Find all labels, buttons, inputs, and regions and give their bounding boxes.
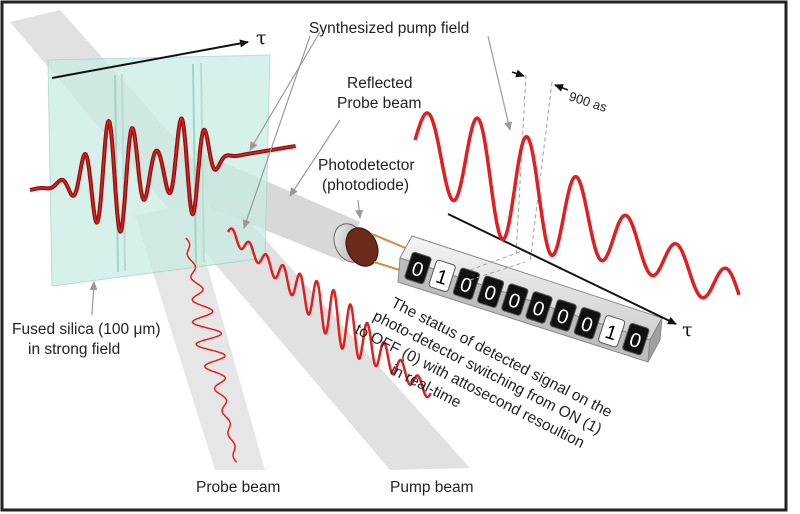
delay-dash-2	[529, 81, 553, 263]
delay-dash-1	[515, 74, 527, 256]
probe-signal-line	[185, 237, 238, 463]
display-digit: 0	[404, 251, 432, 285]
main-pulse-highlight	[29, 117, 296, 233]
delay-arrow-left	[511, 69, 525, 78]
plate-edge	[192, 63, 197, 264]
zoomed-waveform-trace	[413, 111, 741, 300]
callout-line	[487, 35, 513, 131]
display-digit: 0	[452, 267, 480, 300]
synthesized-pump-pulse	[28, 116, 298, 234]
tau-axis-right	[447, 213, 677, 325]
delay-arrow-right	[554, 84, 569, 92]
projection-dash	[469, 249, 526, 271]
callout-line	[89, 281, 98, 316]
probe-beam-label: Probe beam	[196, 479, 280, 496]
display-digit: 1	[428, 259, 456, 293]
reflected-label-line2: Probe beam	[337, 95, 421, 112]
tau-label-right: τ	[682, 319, 693, 341]
callout-line	[355, 199, 364, 219]
plate-edge	[200, 62, 205, 263]
callout-line	[242, 35, 311, 229]
zoomed-pump-waveform	[413, 111, 741, 300]
pump-field-label: Synthesized pump field	[309, 20, 469, 37]
fused-silica-label-line2: in strong field	[28, 341, 120, 358]
pump-beam-label: Pump beam	[390, 479, 474, 496]
callout-line	[289, 119, 341, 197]
display-digit: 0	[501, 283, 529, 316]
display-digit: 0	[622, 322, 650, 356]
photodetector-label-line2: (photodiode)	[322, 177, 409, 194]
plate-edge	[114, 74, 119, 273]
display-digit: 0	[525, 291, 553, 324]
fused-silica-label-line1: Fused silica (100 μm)	[12, 321, 160, 338]
photodetector	[333, 223, 426, 279]
fused-silica-plate	[47, 54, 271, 287]
display-digit: 0	[477, 275, 505, 308]
plate-edge	[121, 73, 126, 272]
probe-signal-trace	[185, 237, 238, 463]
transmitted-pulse-trace	[226, 227, 432, 399]
display-digit: 0	[573, 307, 601, 340]
callout-line	[249, 31, 321, 151]
display-digit: 1	[598, 315, 626, 348]
tau-label-top: τ	[256, 27, 267, 49]
transmitted-pump-pulse	[226, 227, 432, 399]
projection-dash	[469, 261, 526, 281]
reflected-label-line1: Reflected	[347, 75, 412, 92]
tau-axis-top	[51, 39, 249, 79]
photodetector-label-line1: Photodetector	[318, 157, 415, 174]
display-digit: 0	[549, 299, 577, 332]
